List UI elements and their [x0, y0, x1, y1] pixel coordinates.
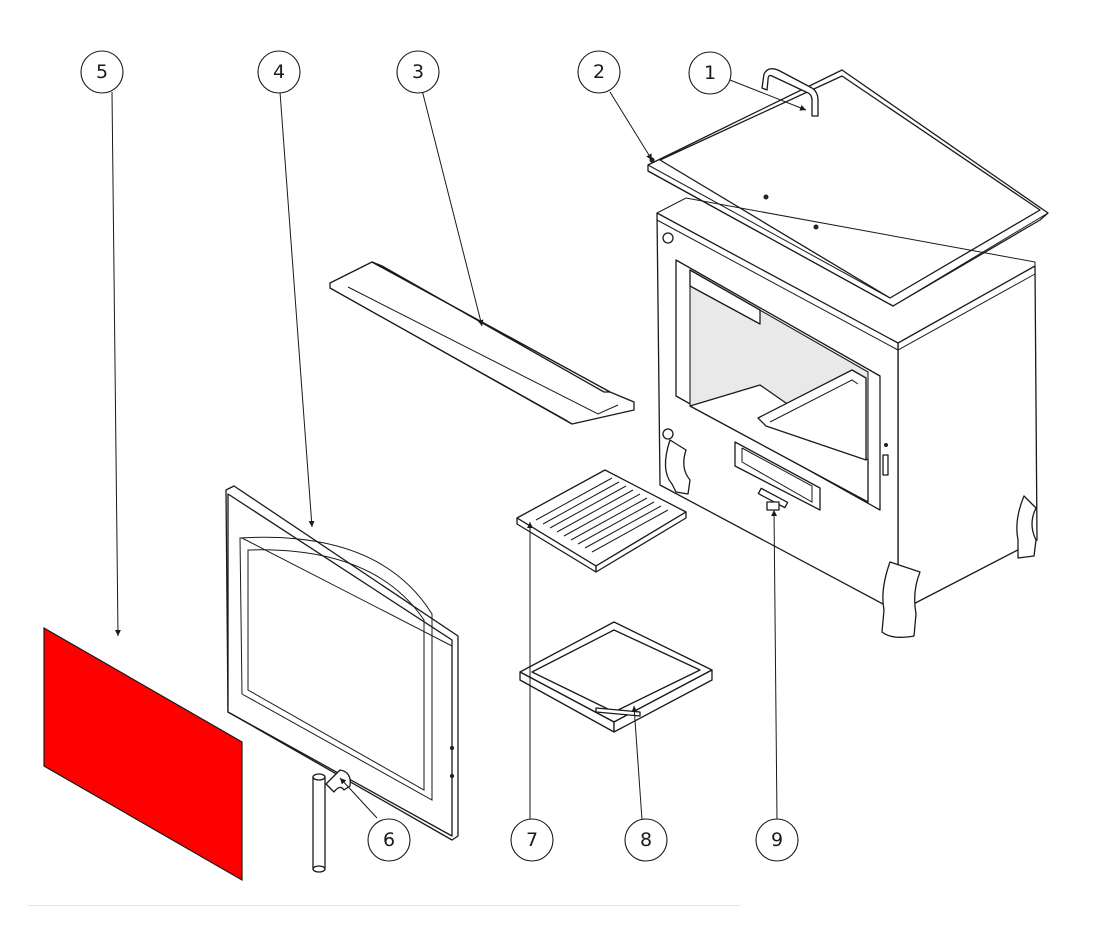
bottom-divider [28, 905, 740, 906]
callout-4: 4 [257, 50, 301, 94]
leader-lines [111, 79, 807, 821]
callout-9-label: 9 [771, 829, 783, 851]
callout-1-label: 1 [704, 62, 716, 84]
callout-6-label: 6 [383, 829, 395, 851]
callout-3-label: 3 [412, 61, 424, 83]
callout-5: 5 [80, 50, 124, 94]
part-7-grate [516, 469, 687, 573]
callout-3: 3 [396, 50, 440, 94]
part-8-ash-pan [519, 621, 713, 733]
callout-9: 9 [755, 818, 799, 862]
part-1-handle [761, 68, 819, 117]
callout-6: 6 [367, 818, 411, 862]
callout-5-label: 5 [96, 61, 108, 83]
part-2-top-plate [647, 69, 1049, 307]
part-5-glass-panel [43, 626, 243, 882]
callout-2: 2 [577, 50, 621, 94]
part-6-hinge-pin [312, 769, 351, 873]
callout-4-label: 4 [273, 61, 285, 83]
callout-7: 7 [510, 818, 554, 862]
callout-7-label: 7 [526, 829, 538, 851]
callout-1: 1 [688, 51, 732, 95]
stove-legs [664, 439, 1037, 638]
part-4-door [225, 485, 459, 841]
callout-8: 8 [624, 818, 668, 862]
part-3-baffle [329, 261, 635, 425]
callout-2-label: 2 [593, 61, 605, 83]
callout-8-label: 8 [640, 829, 652, 851]
